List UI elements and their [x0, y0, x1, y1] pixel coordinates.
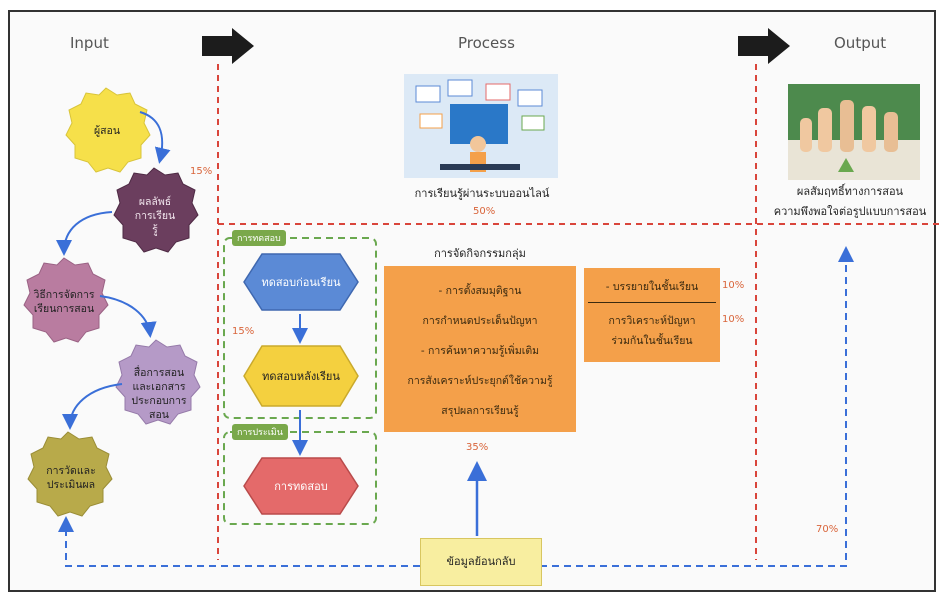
feedback-output-arrow — [540, 246, 854, 567]
gear-outcome — [113, 167, 199, 253]
group-line: การกำหนดประเด็นปัญหา — [422, 315, 538, 327]
gear-teacher-label: ผู้สอน — [93, 125, 121, 137]
classroom-divider — [588, 302, 716, 303]
lecture-label: - บรรยายในชั้นเรียน — [605, 281, 699, 293]
group-title: การจัดกิจกรรมกลุ่ม — [434, 247, 526, 260]
flow-arrow — [139, 111, 171, 164]
output-header: Output — [834, 34, 887, 52]
posttest-hexagon — [243, 345, 359, 407]
gear-evaluation-label: การวัดและประเมินผล — [46, 465, 96, 491]
input-percent: 15% — [190, 166, 213, 177]
test-percent: 15% — [232, 326, 255, 337]
flow-arrow — [99, 295, 157, 338]
pretest-hexagon — [243, 253, 359, 311]
flow-arrow — [56, 211, 113, 256]
thumbs-up-image — [788, 84, 920, 180]
group-line: - การตั้งสมมุติฐาน — [438, 285, 522, 297]
gear-outcome-label: ผลลัพธ์การเรียนรู้ — [134, 196, 176, 236]
gear-media — [115, 339, 201, 425]
right-arrow-icon — [738, 28, 790, 64]
online-caption: การเรียนรู้ผ่านระบบออนไลน์ — [414, 187, 550, 200]
flow-arrow — [62, 383, 123, 430]
group-line: การสังเคราะห์ประยุกต์ใช้ความรู้ — [407, 375, 553, 387]
output-line-2: ความพึงพอใจต่อรูปแบบการสอน — [773, 205, 927, 218]
analysis-line: ร่วมกันในชั้นเรียน — [611, 335, 693, 347]
group-activity-box: - การตั้งสมมุติฐาน การกำหนดประเด็นปัญหา … — [384, 266, 576, 432]
online-percent: 50% — [473, 206, 496, 217]
posttest-label: ทดสอบหลังเรียน — [262, 370, 340, 383]
tag-testing: การทดสอบ — [232, 230, 286, 246]
exam-hexagon — [243, 457, 359, 515]
online-learning-image — [404, 74, 558, 178]
lecture-percent: 10% — [722, 280, 745, 291]
feedback-percent: 70% — [816, 524, 839, 535]
group-line: - การค้นหาความรู้เพิ่มเติม — [420, 345, 540, 357]
group-percent: 35% — [466, 442, 489, 453]
gear-method-label: วิธีการจัดการเรียนการสอน — [33, 289, 95, 315]
process-header: Process — [458, 34, 515, 52]
pretest-label: ทดสอบก่อนเรียน — [261, 276, 341, 289]
gear-teacher — [65, 87, 151, 173]
output-line-1: ผลสัมฤทธิ์ทางการสอน — [796, 185, 904, 198]
feedback-box: ข้อมูลย้อนกลับ — [420, 538, 542, 586]
gear-media-label: สื่อการสอนและเอกสารประกอบการสอน — [131, 367, 187, 421]
analysis-line: การวิเคราะห์ปัญหา — [608, 315, 696, 327]
input-header: Input — [70, 34, 109, 52]
gear-method — [23, 257, 109, 343]
tag-evaluation: การประเมิน — [232, 424, 288, 440]
right-arrow-icon — [202, 28, 254, 64]
classroom-box: - บรรยายในชั้นเรียน การวิเคราะห์ปัญหา ร่… — [584, 268, 720, 362]
analysis-percent: 10% — [722, 314, 745, 325]
group-line: สรุปผลการเรียนรู้ — [441, 405, 519, 417]
gear-evaluation — [27, 431, 113, 517]
feedback-label: ข้อมูลย้อนกลับ — [446, 555, 516, 568]
feedback-loop-arrow — [58, 516, 420, 567]
exam-label: การทดสอบ — [274, 480, 328, 493]
